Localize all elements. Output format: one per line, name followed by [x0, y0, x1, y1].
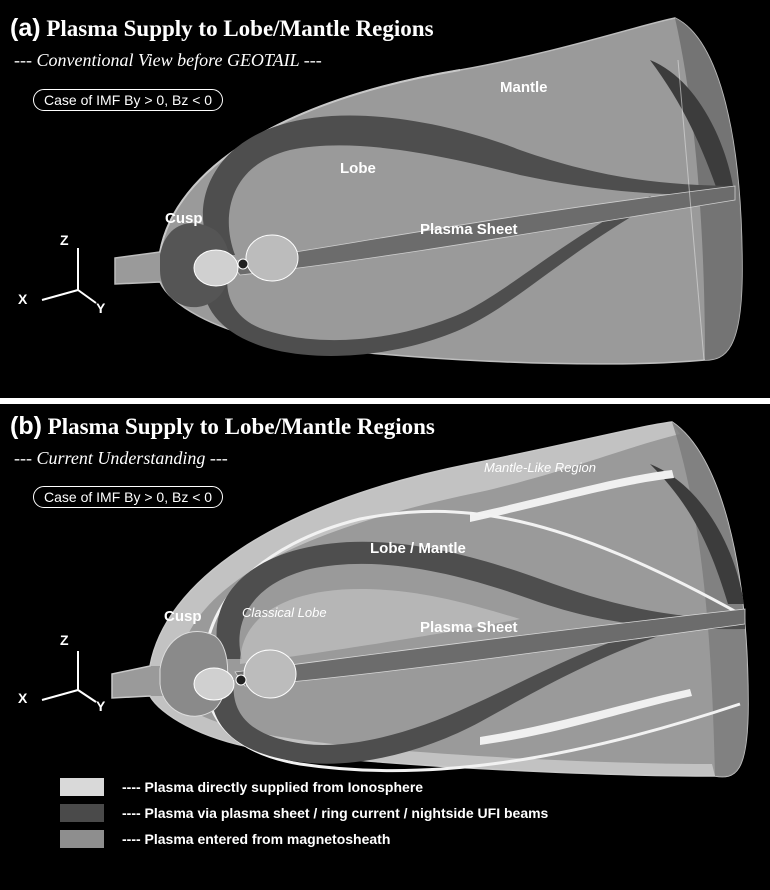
axis-x-label: X [18, 690, 27, 706]
panel-b-title: (b) Plasma Supply to Lobe/Mantle Regions [10, 412, 435, 441]
axis-y-label: Y [96, 698, 105, 714]
legend-swatch [60, 778, 104, 796]
legend-item-magnetosheath: ---- Plasma entered from magnetosheath [60, 830, 760, 852]
label-cusp: Cusp [165, 210, 203, 227]
panel-a: (a) Plasma Supply to Lobe/Mantle Regions… [0, 0, 770, 398]
legend-swatch [60, 804, 104, 822]
panel-a-title: (a) Plasma Supply to Lobe/Mantle Regions [10, 14, 434, 43]
label-plasma-sheet: Plasma Sheet [420, 619, 518, 636]
panel-a-case-label: Case of IMF By > 0, Bz < 0 [33, 89, 223, 111]
legend-text: ---- Plasma entered from magnetosheath [122, 831, 390, 847]
axis-y-label: Y [96, 300, 105, 316]
axis-triad-a [42, 248, 96, 303]
label-lobe: Lobe [340, 160, 376, 177]
legend-text: ---- Plasma via plasma sheet / ring curr… [122, 805, 548, 821]
legend-item-ionosphere: ---- Plasma directly supplied from Ionos… [60, 778, 760, 800]
legend-text: ---- Plasma directly supplied from Ionos… [122, 779, 423, 795]
panel-a-subtitle: --- Conventional View before GEOTAIL --- [14, 50, 322, 71]
label-classical-lobe: Classical Lobe [242, 605, 327, 620]
panel-b-subtitle: --- Current Understanding --- [14, 448, 228, 469]
legend-item-plasma-sheet: ---- Plasma via plasma sheet / ring curr… [60, 804, 760, 826]
axis-z-label: Z [60, 632, 69, 648]
label-cusp: Cusp [164, 608, 202, 625]
axis-x-label: X [18, 291, 27, 307]
label-lobe-mantle: Lobe / Mantle [370, 540, 466, 557]
label-plasma-sheet: Plasma Sheet [420, 221, 518, 238]
panel-b-case-label: Case of IMF By > 0, Bz < 0 [33, 486, 223, 508]
label-mantle: Mantle [500, 79, 548, 96]
legend-swatch [60, 830, 104, 848]
label-mantle-like-region: Mantle-Like Region [484, 460, 596, 475]
axis-triad-b [42, 651, 96, 702]
axis-z-label: Z [60, 232, 69, 248]
